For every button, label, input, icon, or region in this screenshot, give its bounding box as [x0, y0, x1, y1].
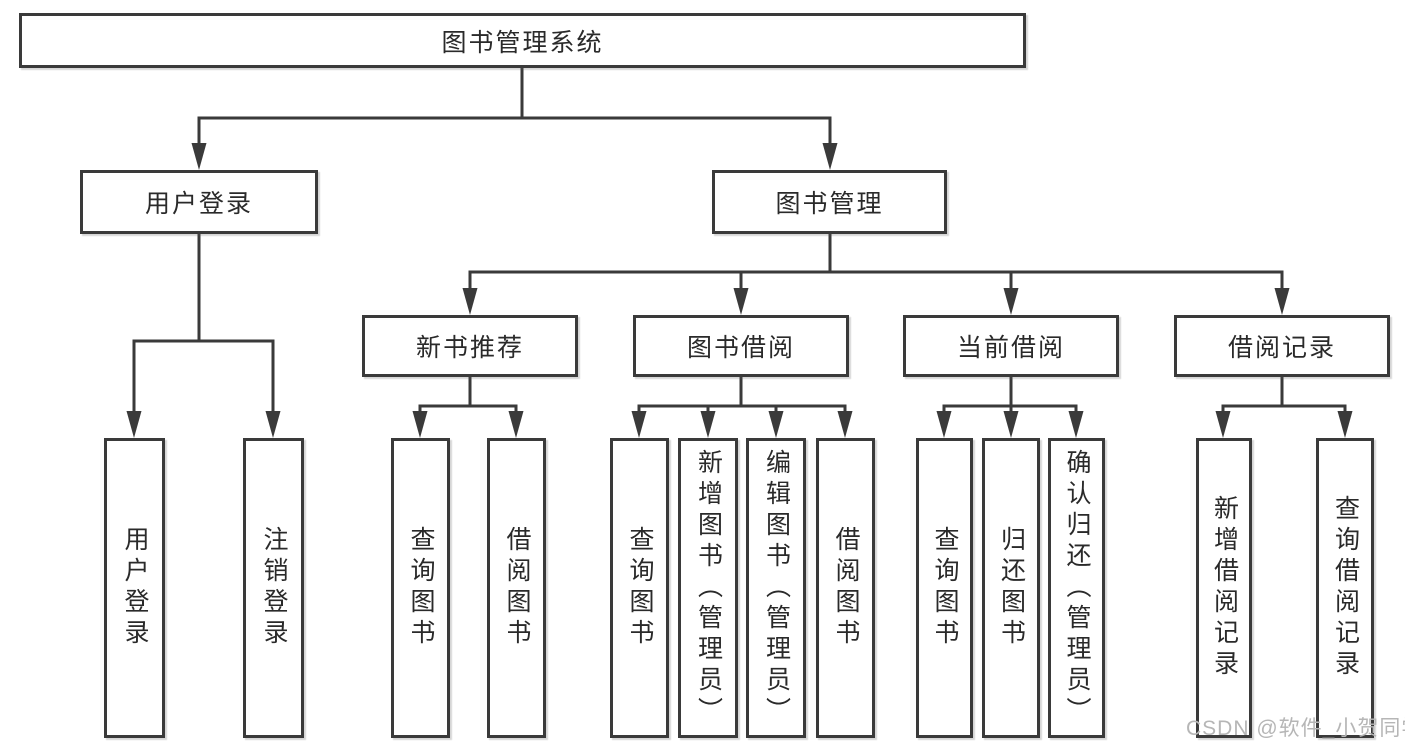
leaf-query-borrow-record: 查询借阅记录 — [1316, 438, 1374, 738]
leaf-query-books-current: 查询图书 — [916, 438, 973, 738]
node-library-management-system: 图书管理系统 — [19, 13, 1026, 68]
leaf-label: 确认归还（管理员） — [1063, 448, 1091, 728]
leaf-borrow-books-recommend: 借阅图书 — [487, 438, 546, 738]
node-label: 借阅记录 — [1227, 334, 1336, 362]
leaf-user-login: 用户登录 — [104, 438, 165, 738]
leaf-label: 查询借阅记录 — [1331, 495, 1360, 681]
leaf-label: 新增借阅记录 — [1210, 495, 1239, 681]
leaf-label: 借阅图书 — [832, 526, 860, 650]
node-new-book-recommend: 新书推荐 — [362, 315, 578, 377]
leaf-return-book: 归还图书 — [982, 438, 1040, 738]
leaf-edit-book-admin: 编辑图书（管理员） — [746, 438, 806, 738]
leaf-label: 注销登录 — [260, 526, 288, 650]
node-label: 图书借阅 — [686, 334, 795, 362]
leaf-label: 查询图书 — [931, 526, 959, 650]
node-label: 图书管理系统 — [441, 28, 604, 57]
leaf-add-book-admin: 新增图书（管理员） — [678, 438, 738, 738]
leaf-label: 新增图书（管理员） — [694, 448, 723, 728]
watermark: CSDN @软件_小贺同学 — [1186, 717, 1405, 740]
leaf-label: 归还图书 — [997, 526, 1026, 650]
node-book-borrow: 图书借阅 — [633, 315, 849, 377]
leaf-confirm-return-admin: 确认归还（管理员） — [1048, 438, 1105, 738]
leaf-logout: 注销登录 — [243, 438, 304, 738]
node-user-login: 用户登录 — [80, 170, 318, 234]
leaf-borrow-books: 借阅图书 — [816, 438, 875, 738]
node-label: 用户登录 — [144, 190, 253, 218]
leaf-label: 编辑图书（管理员） — [762, 448, 791, 728]
node-label: 当前借阅 — [956, 334, 1065, 362]
leaf-add-borrow-record: 新增借阅记录 — [1196, 438, 1252, 738]
node-current-borrow: 当前借阅 — [903, 315, 1119, 377]
leaf-label: 用户登录 — [121, 526, 149, 650]
leaf-query-books-borrow: 查询图书 — [610, 438, 669, 738]
node-label: 新书推荐 — [415, 334, 524, 362]
leaf-label: 查询图书 — [407, 526, 435, 650]
node-label: 图书管理 — [775, 190, 884, 218]
leaf-query-books-recommend: 查询图书 — [391, 438, 450, 738]
leaf-label: 查询图书 — [626, 526, 654, 650]
node-borrow-records: 借阅记录 — [1174, 315, 1390, 377]
leaf-label: 借阅图书 — [503, 526, 531, 650]
node-book-management: 图书管理 — [712, 170, 947, 234]
